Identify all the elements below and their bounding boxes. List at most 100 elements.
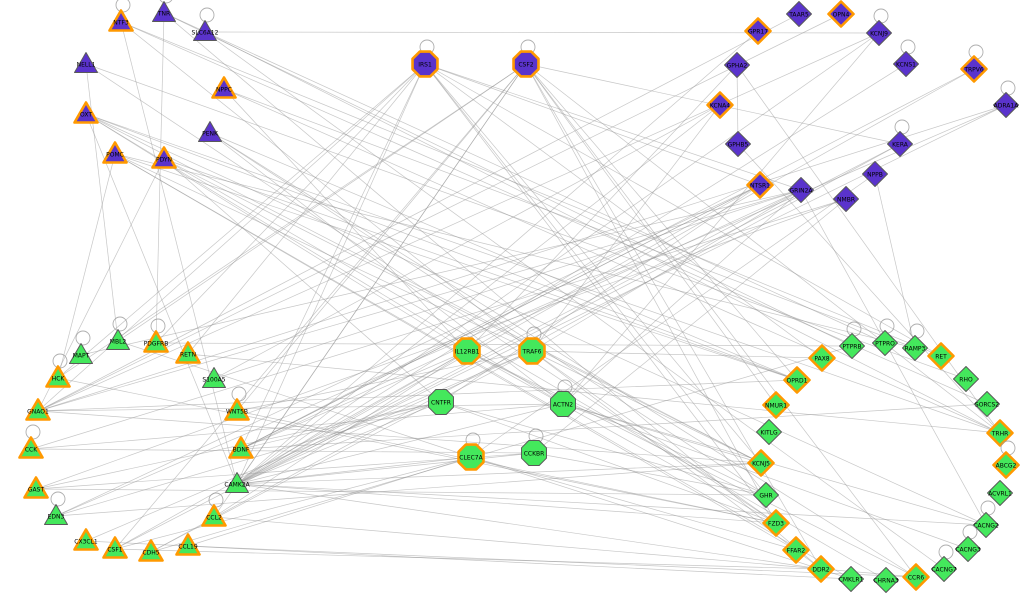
node-GNAO1[interactable]: GNAO1 [25,398,51,421]
node-ABCG2[interactable]: ABCG2 [992,440,1020,479]
node-CHRNA3[interactable]: CHRNA3 [873,567,899,593]
node-CSF1[interactable]: CSF1 [102,536,128,559]
node-IRS1[interactable]: IRS1 [411,39,439,78]
node-CCR6[interactable]: CCR6 [902,563,930,591]
node-GRIN2A[interactable]: GRIN2A [788,177,814,203]
self-loop-edge [938,544,954,560]
node-S100A5[interactable]: S100A5 [202,367,226,388]
edge-IL12RB1-NPPC [223,88,468,352]
node-CNTFR[interactable]: CNTFR [428,389,454,415]
node-KERA[interactable]: KERA [887,119,913,157]
node-IL12RB1[interactable]: IL12RB1 [453,337,481,365]
edge-NMBR-CCK [30,198,847,450]
node-POMC[interactable]: POMC [102,141,128,164]
self-loop-edge [115,0,131,13]
node-TNR[interactable]: TNR [152,0,176,22]
edge-OXT-CACNG2 [85,113,987,526]
node-PDGFRB[interactable]: PDGFRB [143,318,169,353]
edge-ACTN2-KCNJ9 [562,32,880,405]
node-PAX8[interactable]: PAX8 [808,344,836,372]
edge-CSF2-TRHR [525,63,1001,434]
edge-GRIN2A-S100A5 [213,189,802,380]
node-MAPT[interactable]: MAPT [69,330,93,364]
edge-MAPT-GRIN2A [80,189,802,356]
edge-TRAF6-FZD3 [531,350,777,524]
edge-CAMK2A-CACNG2 [236,483,987,526]
node-HCK[interactable]: HCK [45,353,71,388]
diamond-node-glyph [753,482,779,508]
node-KCNS1[interactable]: KCNS1 [893,39,919,77]
edge-SLC6A12-CACNG7 [204,31,945,570]
node-CCL19[interactable]: CCL19 [175,533,201,556]
node-TRHR[interactable]: TRHR [986,419,1014,447]
node-GPHA2[interactable]: GPHA2 [724,52,750,78]
node-GPHB5[interactable]: GPHB5 [725,131,751,157]
edge-CSF2-CCR6 [525,63,917,578]
edge-CCL2-CCR6 [213,516,917,578]
triangle-node-glyph [102,536,128,559]
self-loop-edge [150,318,166,334]
node-TRPV6[interactable]: TRPV6 [960,44,988,83]
node-CMKLR1[interactable]: CMKLR1 [838,566,864,592]
edge-TRAF6-NTF3 [120,21,533,352]
node-PENK[interactable]: PENK [198,121,222,142]
diamond-node-glyph [839,333,865,359]
node-KCNJ9[interactable]: KCNJ9 [866,8,892,46]
node-OPN4[interactable]: OPN4 [827,0,855,28]
node-CACNG3[interactable]: CACNG3 [955,524,981,562]
edge-KCNS1-CAMK2A [236,63,907,485]
diamond-node-glyph [973,512,999,538]
node-NTSR1[interactable]: NTSR1 [746,171,774,199]
node-SLC6A12[interactable]: SLC6A12 [192,7,219,41]
node-OPRD1[interactable]: OPRD1 [783,366,811,394]
edge-GPHA2-TRHR [736,64,1001,434]
edge-PDYN-KCNJ5 [163,158,762,464]
triangle-node-glyph [225,472,249,493]
edge-CCKBR-GAST [35,452,535,490]
node-CACNG7[interactable]: CACNG7 [931,544,957,582]
node-ACTN2[interactable]: ACTN2 [550,379,576,417]
edge-ADRA1A-CAMK2A [236,104,1007,485]
node-NPPC[interactable]: NPPC [211,76,237,99]
edge-PENK-OPRD1 [209,132,798,381]
diamond-node-glyph [872,330,898,356]
node-KITLG[interactable]: KITLG [756,419,782,445]
edge-KCNA4-S100A5 [213,104,721,380]
edge-NELL1-MBL2 [85,63,119,342]
edge-NPPC-RAMP3 [223,88,916,349]
node-CX3CL1[interactable]: CX3CL1 [73,528,99,551]
self-loop-edge [962,524,978,540]
node-RHO[interactable]: RHO [953,366,979,392]
node-NTF3[interactable]: NTF3 [108,0,134,32]
node-GHR[interactable]: GHR [753,482,779,508]
octagon-node-glyph [518,337,546,365]
node-CCKBR[interactable]: CCKBR [521,428,547,466]
edge-CNTFR-GHR [440,401,767,496]
node-NELL1[interactable]: NELL1 [74,52,98,73]
node-TRAF6[interactable]: TRAF6 [518,326,546,365]
node-TAAR5[interactable]: TAAR5 [786,1,812,27]
node-CSF2[interactable]: CSF2 [512,39,540,78]
node-RETN[interactable]: RETN [175,341,201,364]
node-ADRA1A[interactable]: ADRA1A [993,80,1020,118]
node-KCNA4[interactable]: KCNA4 [706,91,734,119]
self-loop-edge [873,8,889,24]
octagon-node-glyph [428,389,454,415]
diamond-node-glyph [974,391,1000,417]
diamond-node-glyph [866,20,892,46]
node-CLEC7A[interactable]: CLEC7A [457,432,485,471]
edge-TNR-DDR2 [163,12,822,570]
node-OXT[interactable]: OXT [73,101,99,124]
node-NMBR[interactable]: NMBR [833,186,859,212]
node-BDNF[interactable]: BDNF [228,436,254,459]
triangle-node-glyph [198,121,222,142]
node-CCK[interactable]: CCK [18,424,44,459]
node-RET[interactable]: RET [927,342,955,370]
diamond-node-glyph [893,51,919,77]
edge-ADRA1A-EDN3 [55,104,1007,517]
node-NMUR1[interactable]: NMUR1 [762,391,790,419]
node-SORCS2[interactable]: SORCS2 [974,391,1000,417]
diamond-node-glyph [827,0,855,28]
edge-TRAF6-CX3CL1 [85,350,533,542]
